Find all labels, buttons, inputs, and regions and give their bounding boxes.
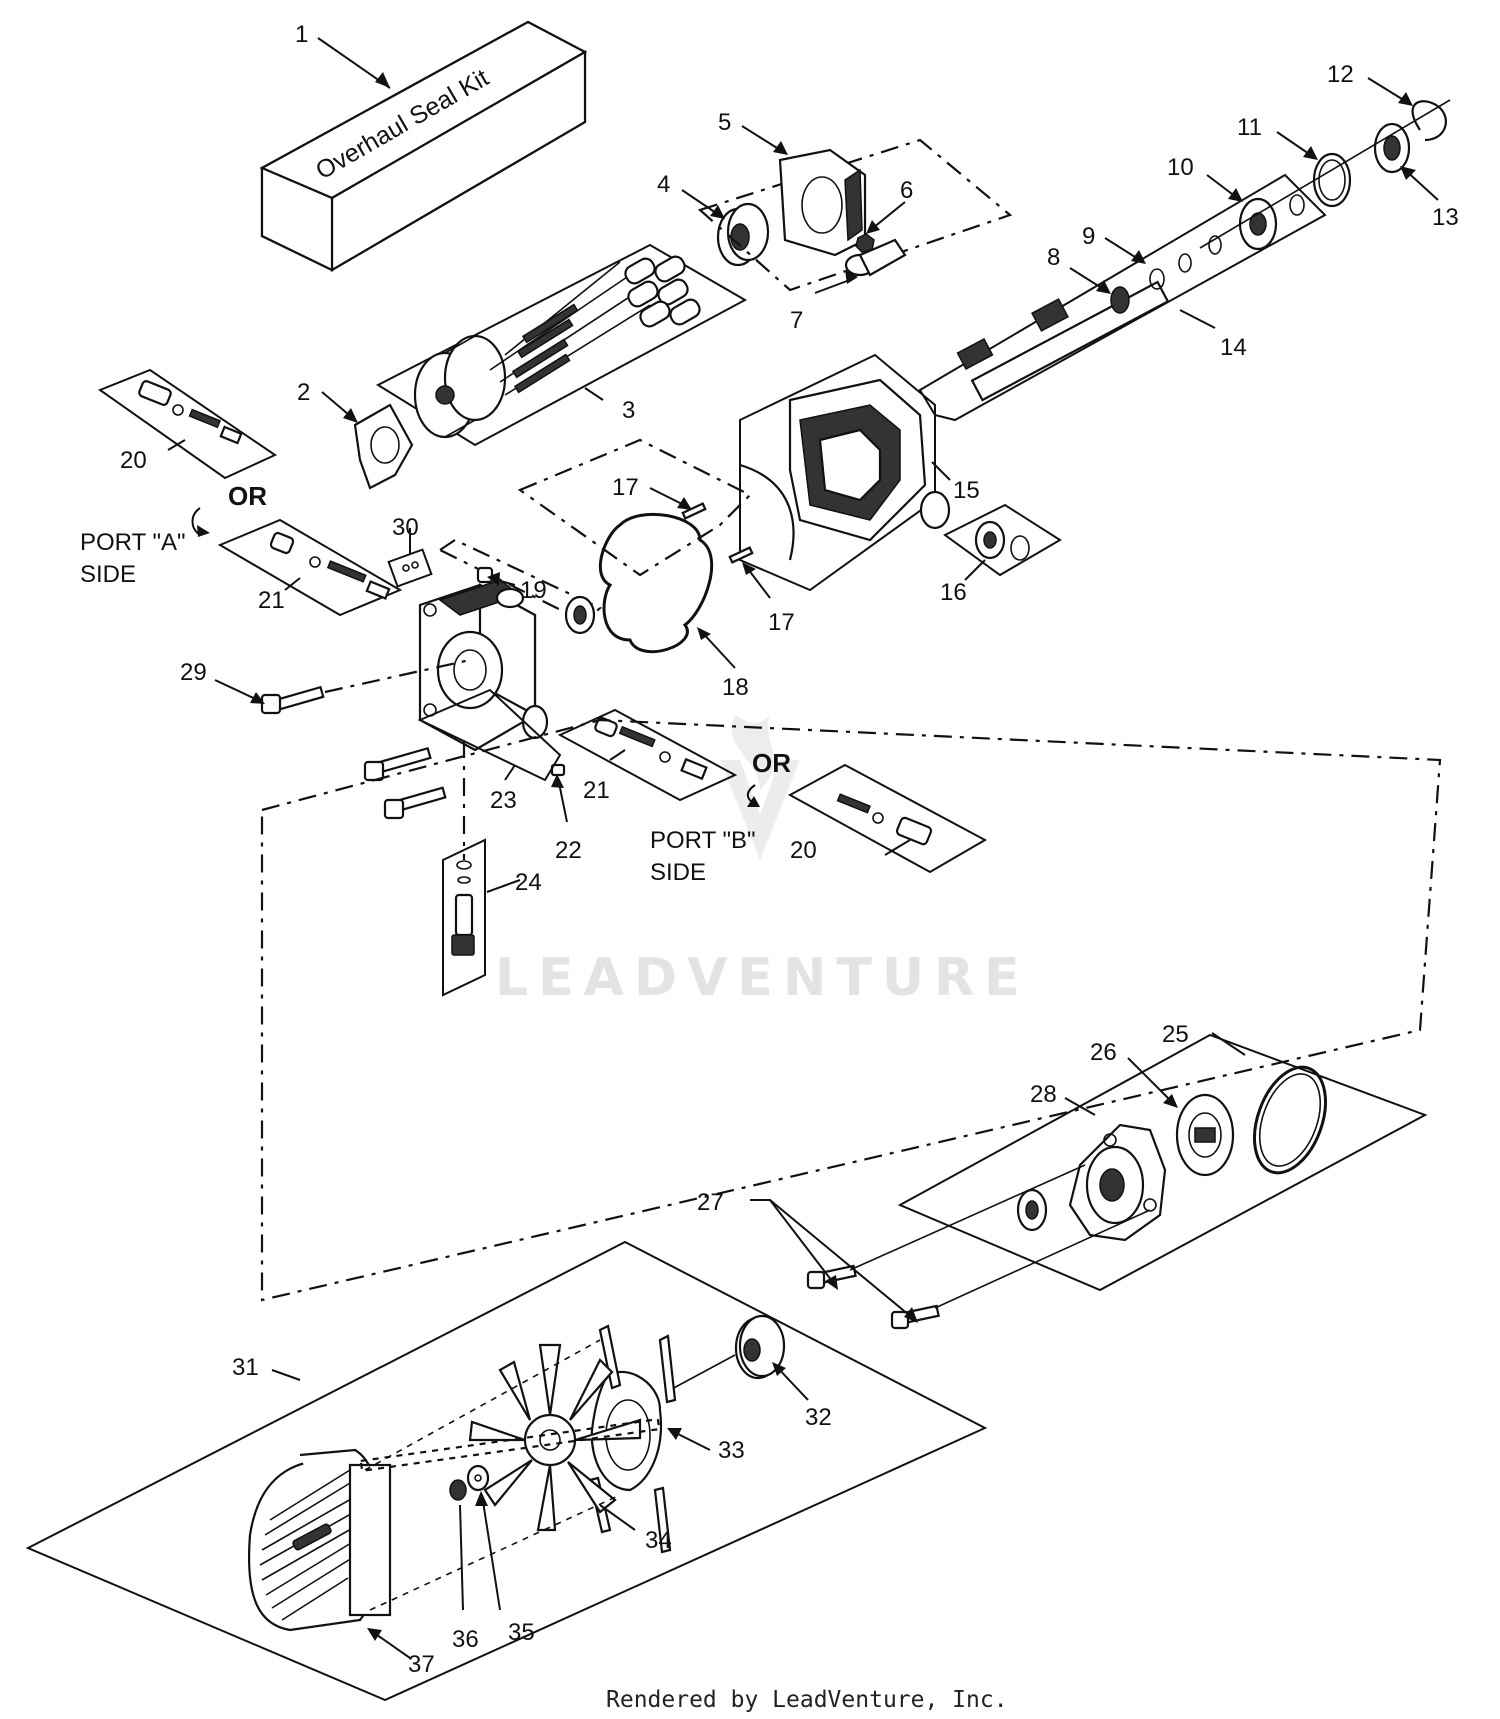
cover-28 xyxy=(1068,1123,1167,1242)
or-label-b: OR xyxy=(752,748,791,778)
retaining-ring-12 xyxy=(1411,100,1447,142)
end-cap-lower-box xyxy=(417,688,562,782)
callout-14: 14 xyxy=(1220,334,1247,361)
callout-2: 2 xyxy=(297,379,310,406)
callout-28: 28 xyxy=(1030,1081,1057,1108)
swash-plate xyxy=(353,403,414,490)
check-valve-20a xyxy=(97,368,278,480)
bypass-valve-24 xyxy=(442,838,486,997)
callout-24: 24 xyxy=(515,869,542,896)
callout-23: 23 xyxy=(490,787,517,814)
callout-17b: 17 xyxy=(768,609,795,636)
callout-13: 13 xyxy=(1432,204,1459,231)
callout-16: 16 xyxy=(940,579,967,606)
callout-27: 27 xyxy=(697,1189,724,1216)
screw-19 xyxy=(476,566,494,584)
callout-4: 4 xyxy=(657,171,670,198)
bolt-27b xyxy=(890,1304,940,1330)
washer-35 xyxy=(466,1464,490,1492)
or-label-a: OR xyxy=(228,481,267,511)
input-shaft-group xyxy=(918,173,1327,422)
bolt-27a-axis xyxy=(849,1164,1086,1271)
port-b-line2: SIDE xyxy=(650,859,706,886)
callout-10: 10 xyxy=(1167,154,1194,181)
callout-29: 29 xyxy=(180,659,207,686)
watermark: LEADVENTURE xyxy=(495,715,1030,1008)
callout-15: 15 xyxy=(953,477,980,504)
callout-25: 25 xyxy=(1162,1021,1189,1048)
leader-lines xyxy=(167,37,1439,1659)
o-ring-18 xyxy=(599,512,714,654)
plug-30 xyxy=(387,548,433,588)
callout-1: 1 xyxy=(295,21,308,48)
relief-valve-21a xyxy=(217,518,403,617)
callout-33: 33 xyxy=(718,1437,745,1464)
callout-21b: 21 xyxy=(583,777,610,804)
callout-labels: 1 2 3 4 5 6 7 8 9 10 11 12 13 14 15 16 1… xyxy=(120,21,1459,1678)
callout-37: 37 xyxy=(408,1651,435,1678)
callout-7: 7 xyxy=(790,307,803,334)
main-dashed-enclosure xyxy=(260,718,1442,1302)
port-b-line1: PORT "B" xyxy=(650,827,756,854)
bolt-lower-a xyxy=(363,746,432,782)
footer-credit: Rendered by LeadVenture, Inc. xyxy=(606,1687,1008,1713)
fan-group xyxy=(25,1240,988,1702)
trunnion-arm-7 xyxy=(844,238,907,277)
bolt-29 xyxy=(260,685,325,715)
motor-37 xyxy=(248,1417,661,1632)
callout-34: 34 xyxy=(645,1527,672,1554)
check-valve-20b xyxy=(787,763,988,874)
callout-30: 30 xyxy=(392,514,419,541)
callout-32: 32 xyxy=(805,1404,832,1431)
callout-18: 18 xyxy=(722,674,749,701)
charge-pump-group xyxy=(897,1033,1428,1292)
seal-kit-16 xyxy=(943,503,1062,577)
callout-12: 12 xyxy=(1327,61,1354,88)
callout-20b: 20 xyxy=(790,837,817,864)
pin-17b xyxy=(728,546,754,564)
port-a-line2: SIDE xyxy=(80,561,136,588)
rotating-kit-group xyxy=(375,243,748,447)
callout-21a: 21 xyxy=(258,587,285,614)
callout-35: 35 xyxy=(508,1619,535,1646)
nut-36 xyxy=(449,1479,467,1501)
callout-3: 3 xyxy=(622,397,635,424)
end-cap-dash xyxy=(437,538,602,624)
callout-6: 6 xyxy=(900,177,913,204)
fan-34 xyxy=(468,1343,642,1532)
housing-dashed-box xyxy=(517,438,752,577)
shaft-axis-line xyxy=(1199,99,1451,249)
bolt-27b-axis xyxy=(934,1209,1151,1309)
pin-17a xyxy=(681,502,707,520)
callout-26: 26 xyxy=(1090,1039,1117,1066)
gerotor-26 xyxy=(1175,1093,1235,1177)
seal-13 xyxy=(1373,122,1411,174)
trunnion-housing-5 xyxy=(778,148,867,257)
callout-9: 9 xyxy=(1082,223,1095,250)
bushing-part-19-adjacent xyxy=(564,595,596,635)
port-a-line1: PORT "A" xyxy=(80,529,186,556)
callout-5: 5 xyxy=(718,109,731,136)
bearing-28-small xyxy=(1016,1188,1048,1232)
watermark-text: LEADVENTURE xyxy=(495,948,1030,1008)
seal-kit-box: Overhaul Seal Kit xyxy=(259,20,588,272)
callout-19: 19 xyxy=(520,577,547,604)
callout-22: 22 xyxy=(555,837,582,864)
callout-20a: 20 xyxy=(120,447,147,474)
port-notes: OR PORT "A" SIDE OR PORT "B" SIDE xyxy=(80,481,791,886)
bearing-4 xyxy=(716,202,770,267)
bearing-32 xyxy=(734,1314,786,1380)
o-ring-25 xyxy=(1253,1065,1327,1175)
callout-36: 36 xyxy=(452,1626,479,1653)
bolt-lower-b xyxy=(383,786,447,820)
bolt-29-axis xyxy=(324,658,471,694)
callout-8: 8 xyxy=(1047,244,1060,271)
center-section-15 xyxy=(739,378,951,561)
relief-valve-21b xyxy=(557,708,738,802)
callout-17a: 17 xyxy=(612,474,639,501)
callout-11: 11 xyxy=(1237,114,1262,141)
callout-31: 31 xyxy=(232,1354,259,1381)
